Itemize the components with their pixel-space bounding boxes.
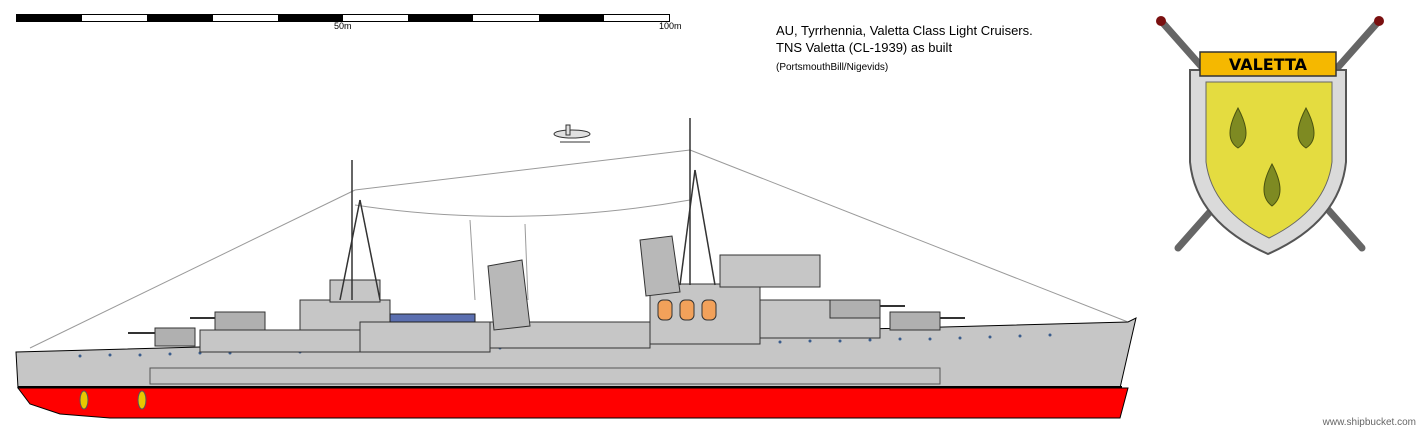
- forward-funnel: [487, 259, 531, 331]
- drops: [1229, 106, 1315, 207]
- crest-name: VALETTA: [1229, 55, 1308, 74]
- ship-crest: VALETTA: [1156, 16, 1384, 256]
- aft-funnel: [639, 235, 681, 297]
- scale-mid-label: 50m: [334, 21, 352, 31]
- title-line2: TNS Valetta (CL-1939) as built: [776, 40, 953, 55]
- hull-underwater: [17, 387, 1129, 419]
- rigging: [29, 149, 1129, 349]
- name-banner: [1199, 51, 1337, 77]
- armor-belt: [149, 367, 941, 385]
- superstructure: [199, 254, 881, 353]
- site-credit: www.shipbucket.com: [1322, 417, 1416, 428]
- masts: [339, 118, 716, 301]
- scale-end-label: 100m: [659, 21, 682, 31]
- title-line1: AU, Tyrrhennia, Valetta Class Light Crui…: [776, 23, 1033, 38]
- boat-deck: [389, 313, 476, 323]
- bridge-windows: [657, 299, 717, 321]
- sword-pommels: [1156, 16, 1384, 26]
- propellers: [79, 390, 147, 410]
- gun-turrets: [128, 299, 965, 347]
- scale-stripes: [16, 14, 670, 22]
- title-block: AU, Tyrrhennia, Valetta Class Light Crui…: [776, 22, 1033, 77]
- seaplane: [553, 124, 591, 143]
- title-line3: (PortsmouthBill/Nigevids): [776, 62, 889, 73]
- scale-bar: 50m 100m: [16, 14, 682, 38]
